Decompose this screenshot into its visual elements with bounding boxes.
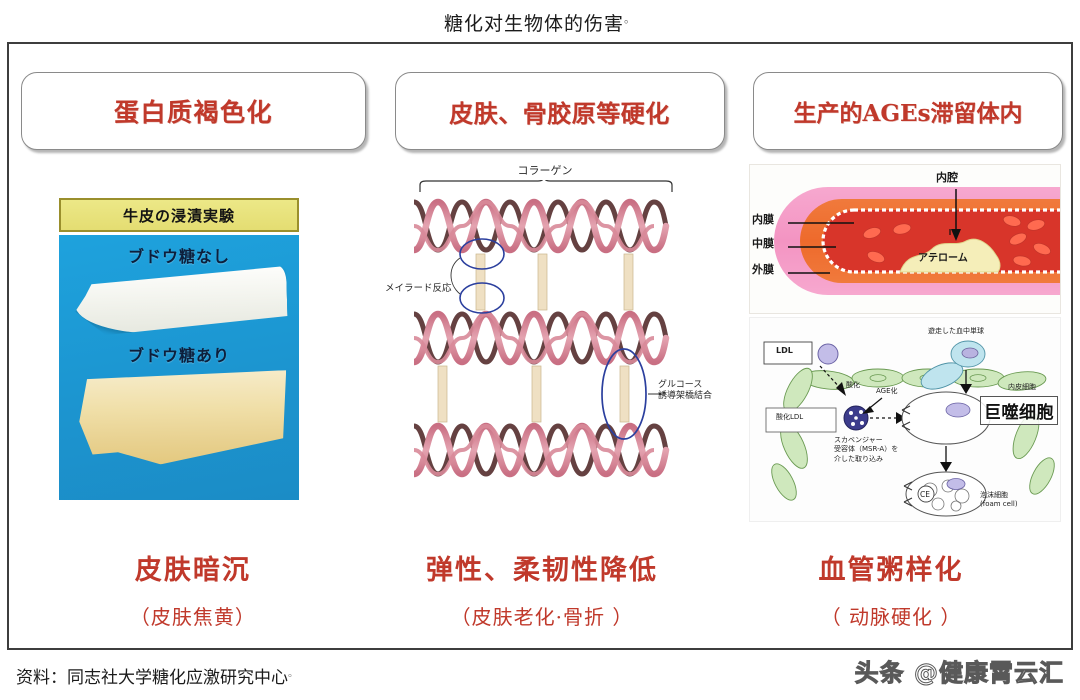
macrophage-label-age-formation: AGE化 <box>876 387 898 395</box>
page-title-mark: 。 <box>624 12 636 26</box>
panel-protein-browning: 牛皮の浸漬実験 ブドウ糖なし ブドウ糖あり <box>21 162 341 562</box>
vessel-label-atheroma: アテローム <box>918 253 968 264</box>
vessel-graphic <box>774 187 1060 295</box>
macrophage-pathway-figure: LDL 酸化 AGE化 酸化LDL スカベンジャー 受容体（MSR-A）を 介し… <box>749 317 1061 522</box>
caption-atherosclerosis: 血管粥样化 （ 动脉硬化 ） <box>719 548 1063 634</box>
caption-sub: （皮肤焦黄） <box>129 605 256 629</box>
vessel-label-adventitia: 外膜 <box>752 263 774 276</box>
source-note-text: 资料：同志社大学糖化应激研究中心 <box>16 668 288 688</box>
panel-row: 牛皮の浸漬実験 ブドウ糖なし ブドウ糖あり コラーゲン メイラード反応 グルコー… <box>21 162 1063 562</box>
collagen-label-glucose-line1: グルコース <box>657 380 703 390</box>
caption-main: 弹性、柔韧性降低 <box>425 555 658 586</box>
leather-experiment-photo: ブドウ糖なし ブドウ糖あり <box>59 235 299 500</box>
macrophage-label-ldl: LDL <box>776 346 793 355</box>
photo-label-no-glucose: ブドウ糖なし <box>127 247 230 266</box>
collagen-brace-icon <box>419 180 673 192</box>
leather-strip-glycated <box>74 370 288 466</box>
caption-main: 血管粥样化 <box>818 555 964 586</box>
macrophage-label-scavenger-uptake: スカベンジャー 受容体（MSR-A）を 介した取り込み <box>834 436 898 464</box>
macrophage-graphic <box>763 340 1055 517</box>
caption-row: 皮肤暗沉 （皮肤焦黄） 弹性、柔韧性降低 （皮肤老化·骨折 ） 血管粥样化 （ … <box>21 548 1063 634</box>
page-title: 糖化对生物体的伤害。 <box>0 0 1080 36</box>
collagen-label-glucose-line2: 誘導架橋結合 <box>657 391 712 402</box>
macrophage-label-oxidation: 酸化 <box>846 381 860 389</box>
caption-main: 皮肤暗沉 <box>134 555 251 586</box>
caption-sub: （ 动脉硬化 ） <box>820 605 962 629</box>
collagen-diagram: コラーゲン メイラード反応 グルコース 誘導架橋結合 <box>385 162 712 522</box>
macrophage-label-ce: CE <box>920 490 930 499</box>
collagen-title-label: コラーゲン <box>517 164 573 177</box>
source-note: 资料：同志社大学糖化应激研究中心。 <box>16 663 298 688</box>
macrophage-label-endothelial-cell: 内皮細胞 <box>1008 383 1036 391</box>
collagen-helix-graphic <box>414 196 676 514</box>
scavenger-line-1: スカベンジャー <box>834 436 883 444</box>
header-box-label: 蛋白质褐色化 <box>113 98 273 127</box>
macrophage-callout-label: 巨噬细胞 <box>980 396 1058 425</box>
header-box-protein-browning: 蛋白质褐色化 <box>21 72 366 150</box>
photo-label-with-glucose: ブドウ糖あり <box>127 346 230 365</box>
vessel-label-lumen: 内腔 <box>936 171 958 184</box>
collagen-label-glucose-crosslink: グルコース 誘導架橋結合 <box>658 380 712 403</box>
macrophage-label-foam-cell: 泡沫細胞 <box>980 491 1008 499</box>
header-box-label: 生产的AGEs滞留体内 <box>793 100 1023 127</box>
caption-sub: （皮肤老化·骨折 ） <box>450 605 634 629</box>
leather-experiment-banner: 牛皮の浸漬実験 <box>59 198 299 232</box>
header-box-row: 蛋白质褐色化 皮肤、骨胶原等硬化 生产的AGEs滞留体内 <box>21 72 1063 150</box>
scavenger-line-2: 受容体（MSR-A）を <box>834 445 899 454</box>
page-title-text: 糖化对生物体的伤害 <box>443 13 624 35</box>
collagen-label-maillard: メイラード反応 <box>385 283 452 294</box>
macrophage-label-migrated-monocyte: 遊走した血中単球 <box>928 327 984 335</box>
vessel-label-media: 中膜 <box>752 237 774 250</box>
source-note-mark: 。 <box>288 668 298 680</box>
watermark: 头条 @健康霄云汇 <box>854 659 1064 688</box>
macrophage-label-oxidized-ldl: 酸化LDL <box>776 413 804 421</box>
vessel-label-intima: 内膜 <box>752 213 774 226</box>
leather-experiment-card: 牛皮の浸漬実験 ブドウ糖なし ブドウ糖あり <box>59 198 299 500</box>
caption-skin-dullness: 皮肤暗沉 （皮肤焦黄） <box>21 548 365 634</box>
header-box-label: 皮肤、骨胶原等硬化 <box>449 98 670 128</box>
leather-strip-untreated <box>74 266 288 336</box>
scavenger-line-3: 介した取り込み <box>834 454 883 463</box>
content-frame: 蛋白质褐色化 皮肤、骨胶原等硬化 生产的AGEs滞留体内 牛皮の浸漬実験 ブドウ… <box>7 42 1073 650</box>
macrophage-label-foam-cell-en: (foam cell) <box>980 500 1018 508</box>
panel-ages-vessel: 内膜 中膜 外膜 内腔 アテローム <box>745 162 1063 562</box>
header-box-collagen-hardening: 皮肤、骨胶原等硬化 <box>394 72 725 150</box>
header-box-ages-retention: 生产的AGEs滞留体内 <box>753 72 1063 150</box>
vessel-cross-section-figure: 内膜 中膜 外膜 内腔 アテローム <box>749 164 1061 314</box>
caption-elasticity-loss: 弹性、柔韧性降低 （皮肤老化·骨折 ） <box>370 548 714 634</box>
panel-collagen-crosslink: コラーゲン メイラード反応 グルコース 誘導架橋結合 <box>382 162 712 562</box>
